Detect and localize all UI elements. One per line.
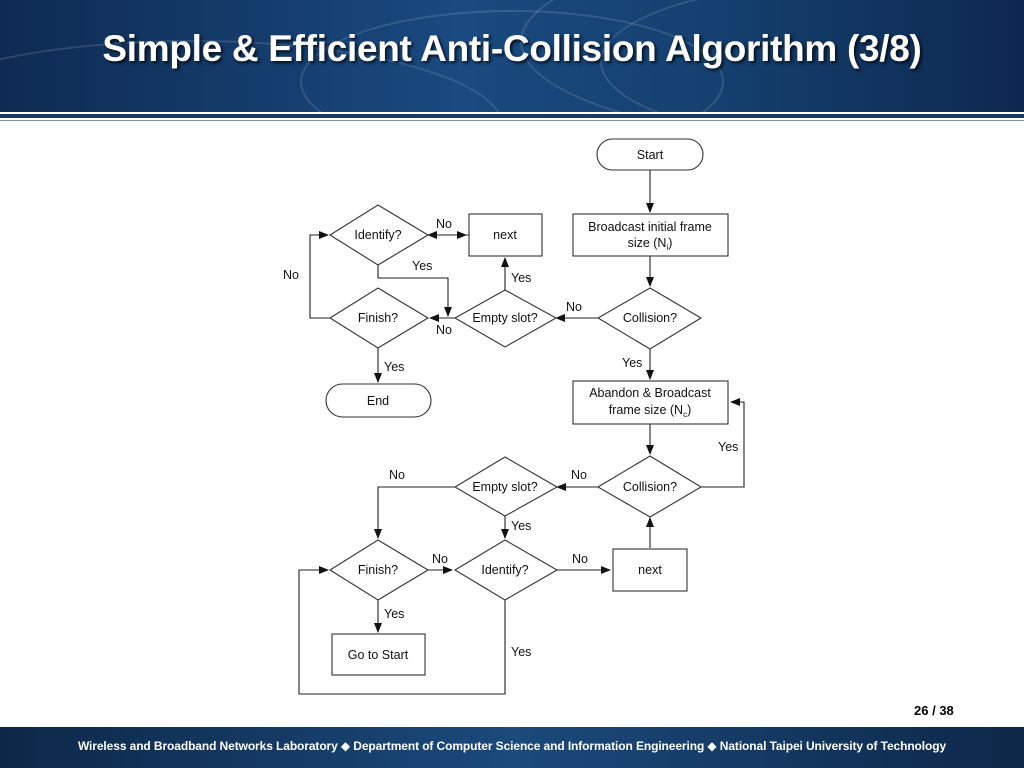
label-collision1-yes: Yes xyxy=(622,356,642,370)
edge-labels: No Yes No Yes No No Yes Yes Yes No No Ye… xyxy=(283,217,738,659)
node-abandon-broadcast: Abandon & Broadcast frame size (Nc) xyxy=(572,380,729,425)
header-divider xyxy=(0,114,1024,118)
page-total: / 38 xyxy=(932,703,954,718)
svg-text:Identify?: Identify? xyxy=(354,228,401,242)
svg-text:Empty slot?: Empty slot? xyxy=(472,480,537,494)
page-number: 26 / 38 xyxy=(914,703,954,718)
edge-identify2-yes-to-finish2 xyxy=(298,566,506,695)
label-collision1-no: No xyxy=(566,300,582,314)
svg-text:frame size (Nc): frame size (Nc) xyxy=(609,403,692,419)
svg-text:End: End xyxy=(367,394,389,408)
label-collision2-yes: Yes xyxy=(718,440,738,454)
label-empty2-yes: Yes xyxy=(511,519,531,533)
edge-identify1-yes-to-empty1 xyxy=(377,265,452,317)
node-empty-slot-1: Empty slot? xyxy=(453,289,558,348)
svg-text:Start: Start xyxy=(637,148,664,162)
node-next-2: next xyxy=(612,548,688,592)
svg-text:Broadcast initial frame: Broadcast initial frame xyxy=(588,220,712,234)
label-collision2-no: No xyxy=(571,468,587,482)
svg-text:size (Ni): size (Ni) xyxy=(628,236,673,252)
slide-header: Simple & Efficient Anti-Collision Algori… xyxy=(0,0,1024,112)
label-finish2-yes: Yes xyxy=(384,607,404,621)
label-finish2-no: No xyxy=(432,552,448,566)
edge-finish1-no-to-identify1 xyxy=(309,231,330,319)
svg-text:Finish?: Finish? xyxy=(358,311,398,325)
svg-text:Collision?: Collision? xyxy=(623,480,677,494)
svg-text:Collision?: Collision? xyxy=(623,311,677,325)
edge-empty2-no-to-finish2 xyxy=(374,486,455,539)
label-finish1-no: No xyxy=(283,268,299,282)
footer-text: Wireless and Broadband Networks Laborato… xyxy=(77,739,947,753)
label-finish1-yes: Yes xyxy=(384,360,404,374)
node-broadcast-initial: Broadcast initial frame size (Ni) xyxy=(572,213,729,257)
label-identify1-yes: Yes xyxy=(412,259,432,273)
svg-text:next: next xyxy=(493,228,517,242)
label-identify2-no: No xyxy=(572,552,588,566)
node-identify-1: Identify? xyxy=(328,204,430,266)
flow-edges xyxy=(298,170,745,695)
page-current: 26 xyxy=(914,703,929,718)
label-empty2-no: No xyxy=(389,468,405,482)
svg-text:Finish?: Finish? xyxy=(358,563,398,577)
svg-text:Abandon & Broadcast: Abandon & Broadcast xyxy=(589,386,711,400)
node-go-to-start: Go to Start xyxy=(331,633,426,676)
node-finish-2: Finish? xyxy=(328,539,430,601)
slide-footer: Wireless and Broadband Networks Laborato… xyxy=(0,727,1024,768)
node-empty-slot-2: Empty slot? xyxy=(453,456,559,517)
svg-text:Empty slot?: Empty slot? xyxy=(472,311,537,325)
slide-title: Simple & Efficient Anti-Collision Algori… xyxy=(102,28,922,69)
label-empty1-yes: Yes xyxy=(511,271,531,285)
node-collision-2: Collision? xyxy=(596,455,703,518)
node-start: Start xyxy=(596,138,704,171)
label-identify2-yes: Yes xyxy=(511,645,531,659)
svg-text:next: next xyxy=(638,563,662,577)
svg-text:Identify?: Identify? xyxy=(481,563,528,577)
node-identify-2: Identify? xyxy=(453,539,559,601)
node-collision-1: Collision? xyxy=(596,287,703,350)
edge-collision2-yes-to-abandon xyxy=(701,398,745,488)
node-finish-1: Finish? xyxy=(328,287,430,349)
label-identify1-no: No xyxy=(436,217,452,231)
header-divider-thin xyxy=(0,120,1024,121)
label-empty1-no: No xyxy=(436,323,452,337)
node-end: End xyxy=(325,383,432,418)
svg-text:Go to Start: Go to Start xyxy=(348,648,409,662)
node-next-1: next xyxy=(468,213,543,257)
